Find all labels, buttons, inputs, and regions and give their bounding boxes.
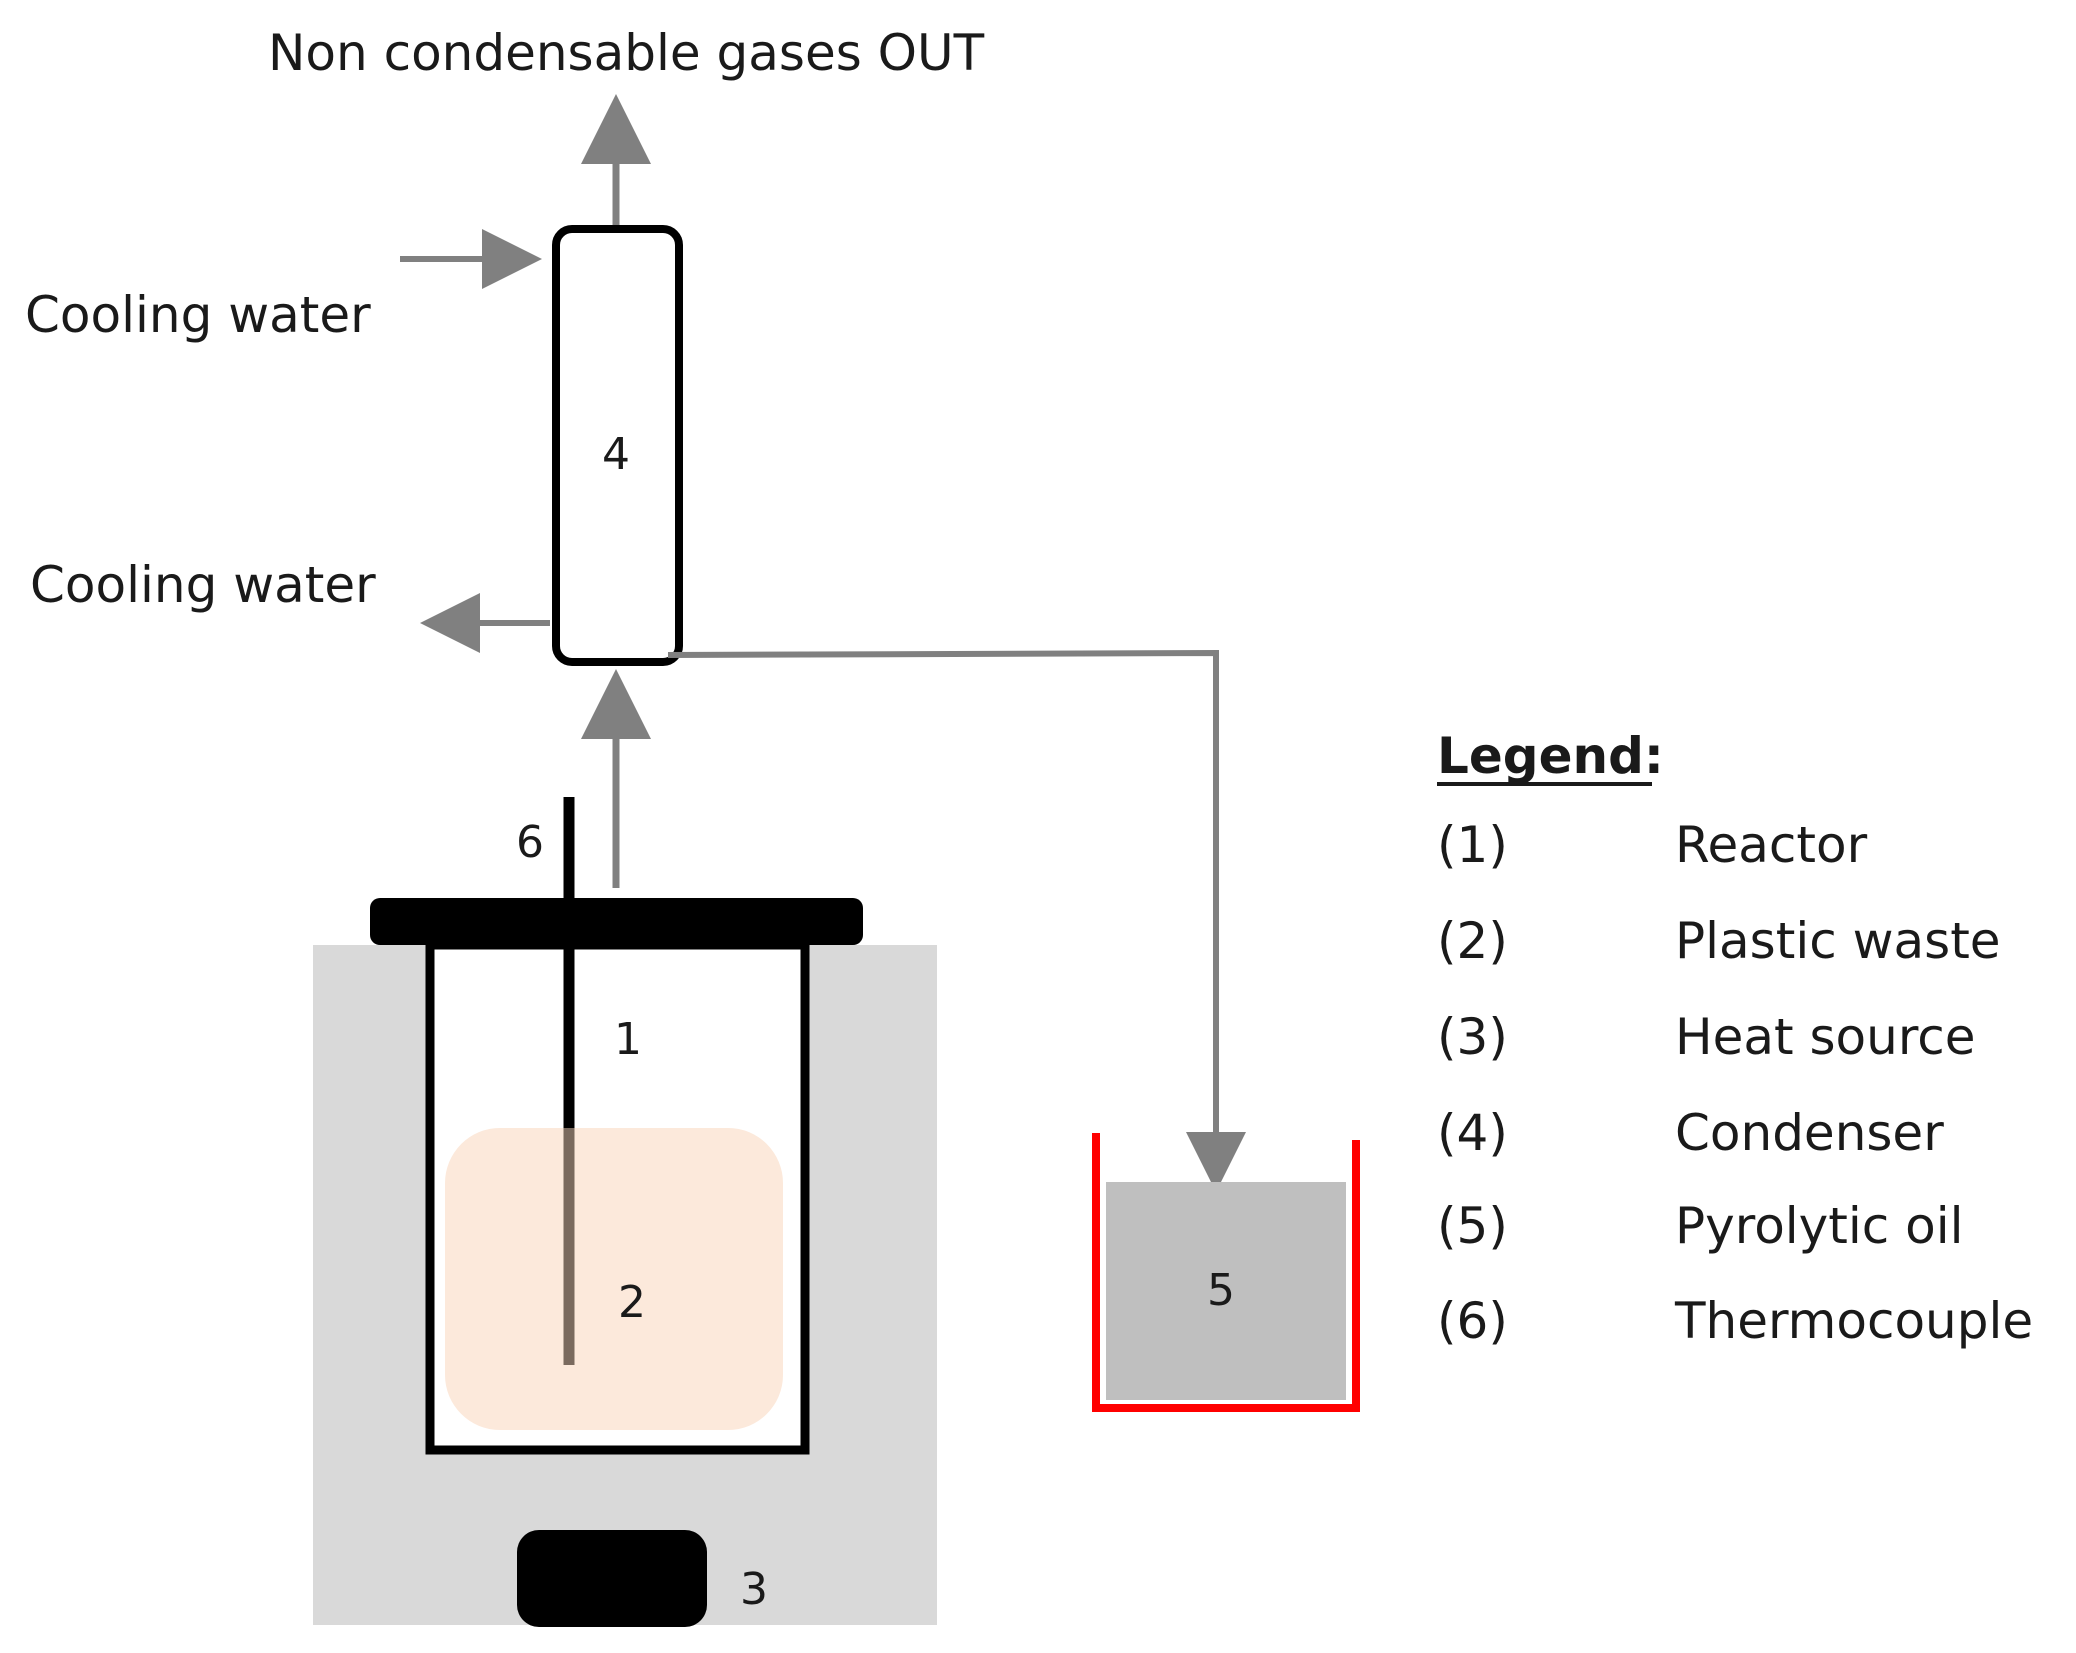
label-5: 5 — [1207, 1265, 1235, 1316]
pyrolytic-oil — [1106, 1182, 1346, 1400]
gas-out-label: Non condensable gases OUT — [268, 24, 985, 82]
legend-key: (1) — [1437, 816, 1508, 874]
legend-text: Thermocouple — [1674, 1292, 2033, 1350]
collector-vessel — [1092, 1133, 1360, 1412]
legend-key: (6) — [1437, 1292, 1508, 1350]
label-2: 2 — [618, 1277, 646, 1328]
legend-text: Condenser — [1675, 1104, 1944, 1162]
legend-text: Pyrolytic oil — [1675, 1197, 1964, 1255]
legend: Legend: (1) Reactor (2) Plastic waste (3… — [1437, 727, 2033, 1350]
label-6: 6 — [516, 817, 544, 868]
reactor-lid — [370, 898, 863, 945]
heater-element — [517, 1530, 707, 1627]
legend-key: (3) — [1437, 1008, 1508, 1066]
legend-text: Plastic waste — [1675, 912, 2001, 970]
legend-text: Reactor — [1675, 816, 1868, 874]
plastic-waste — [445, 1128, 783, 1430]
condenser — [552, 225, 683, 666]
legend-key: (2) — [1437, 912, 1508, 970]
legend-key: (5) — [1437, 1197, 1508, 1255]
label-3: 3 — [740, 1564, 768, 1615]
label-4: 4 — [602, 429, 630, 480]
legend-key: (4) — [1437, 1104, 1508, 1162]
legend-text: Heat source — [1675, 1008, 1976, 1066]
legend-title: Legend: — [1437, 727, 1664, 785]
cooling-in-label: Cooling water — [25, 286, 371, 344]
condensate-line — [667, 649, 1246, 1192]
cooling-out-label: Cooling water — [30, 556, 376, 614]
label-1: 1 — [614, 1014, 642, 1065]
